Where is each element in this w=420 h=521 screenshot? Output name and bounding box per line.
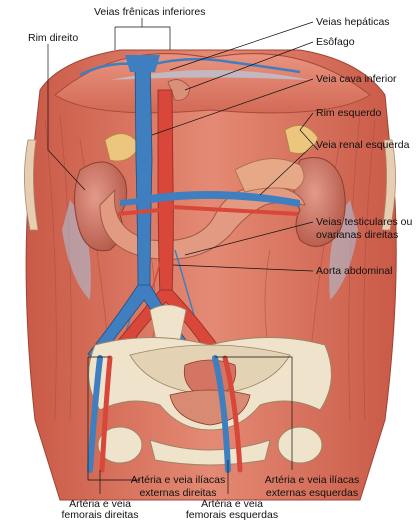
left-renal-vein [150, 191, 300, 207]
left-femoral-head [277, 426, 323, 464]
fascia-diaphragm [110, 70, 310, 80]
label-iliacas-externas-esquerdas-line2: externas esquerdas [265, 487, 359, 499]
renal-arteries [118, 205, 298, 216]
label-iliacas-externas-direitas-line1: Artéria e veia ilíacas [130, 474, 226, 486]
sacrum [149, 304, 187, 343]
right-femoral-head [97, 426, 143, 464]
label-femorais-esquerdas-line2: femorais esquerdas [185, 509, 279, 521]
label-aorta-abdominal: Aorta abdominal [316, 265, 393, 277]
label-iliacas-externas-direitas-line2: externas direitas [139, 487, 217, 499]
inferior-vena-cava [134, 57, 153, 291]
label-veias-hepaticas: Veias hepáticas [316, 16, 390, 28]
fascia-left [62, 200, 91, 300]
label-femorais-direitas-line2: femorais direitas [61, 509, 139, 521]
duodenum [99, 184, 306, 260]
label-veias-testiculares-line2: ovarianas direitas [316, 229, 399, 241]
pancreas [234, 158, 305, 193]
left-adrenal-gland [284, 125, 319, 154]
label-rim-esquerdo: Rim esquerdo [316, 107, 382, 119]
label-veias-frenicas-inferiores: Veias frênicas inferiores [94, 6, 206, 18]
label-veia-renal-esquerda: Veia renal esquerda [316, 139, 410, 151]
label-femorais-esquerdas-line1: Artéria e veia [201, 498, 263, 510]
label-veias-testiculares-line1: Veias testiculares ou [316, 216, 413, 228]
hepatic-veins [125, 55, 160, 72]
label-veia-cava-inferior: Veia cava inferior [316, 73, 397, 85]
label-esofago: Esôfago [316, 36, 355, 48]
inferior-phrenic-veins [79, 57, 301, 77]
fascia-right [329, 200, 358, 300]
external-iliac-femoral-vessels [87, 355, 243, 473]
bladder [169, 389, 251, 426]
ribs [24, 139, 396, 231]
label-rim-direito: Rim direito [28, 32, 79, 44]
label-iliacas-externas-esquerdas-line1: Artéria e veia ilíacas [264, 474, 360, 486]
leader-lines [47, 18, 319, 494]
label-femorais-direitas-line1: Artéria e veia [69, 498, 131, 510]
right-renal-vein [120, 198, 140, 206]
